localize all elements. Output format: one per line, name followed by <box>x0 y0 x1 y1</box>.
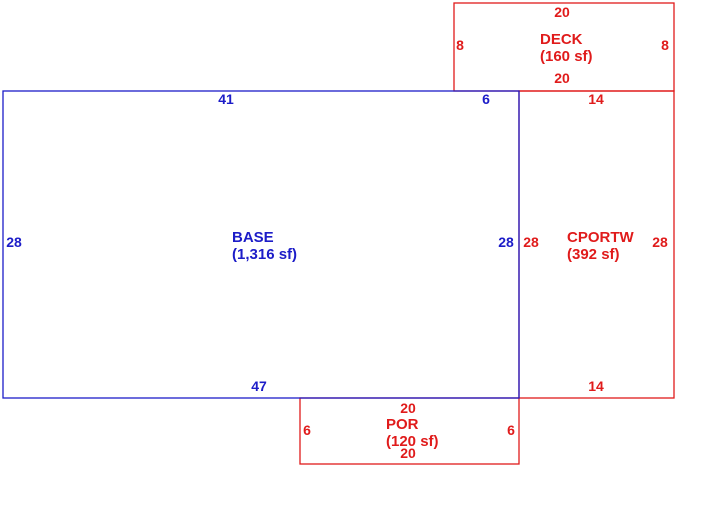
por-dim-bottom: 20 <box>400 445 416 461</box>
por-name: POR <box>386 416 419 433</box>
base-dim-top-right: 6 <box>482 91 490 107</box>
base-name: BASE <box>232 229 274 246</box>
base-dim-right: 28 <box>498 234 514 250</box>
deck-dim-left: 8 <box>456 37 464 53</box>
deck-dim-right: 8 <box>661 37 669 53</box>
cportw-dim-left: 28 <box>523 234 539 250</box>
cportw-name: CPORTW <box>567 229 635 246</box>
por-dim-top: 20 <box>400 400 416 416</box>
por-area: (120 sf) <box>386 433 439 450</box>
base-dim-top-left: 41 <box>218 91 234 107</box>
deck-area: (160 sf) <box>540 48 593 65</box>
por-dim-right: 6 <box>507 422 515 438</box>
cportw-dim-right: 28 <box>652 234 668 250</box>
por-dim-left: 6 <box>303 422 311 438</box>
cportw-dim-top: 14 <box>588 91 604 107</box>
base-outline <box>2 90 520 399</box>
base-area: (1,316 sf) <box>232 246 297 263</box>
base-dim-left: 28 <box>6 234 22 250</box>
cportw-dim-bottom: 14 <box>588 378 604 394</box>
deck-dim-bottom: 20 <box>554 70 570 86</box>
cportw-area: (392 sf) <box>567 246 620 263</box>
deck-name: DECK <box>540 31 583 48</box>
base-dim-bottom: 47 <box>251 378 267 394</box>
deck-dim-top: 20 <box>554 4 570 20</box>
